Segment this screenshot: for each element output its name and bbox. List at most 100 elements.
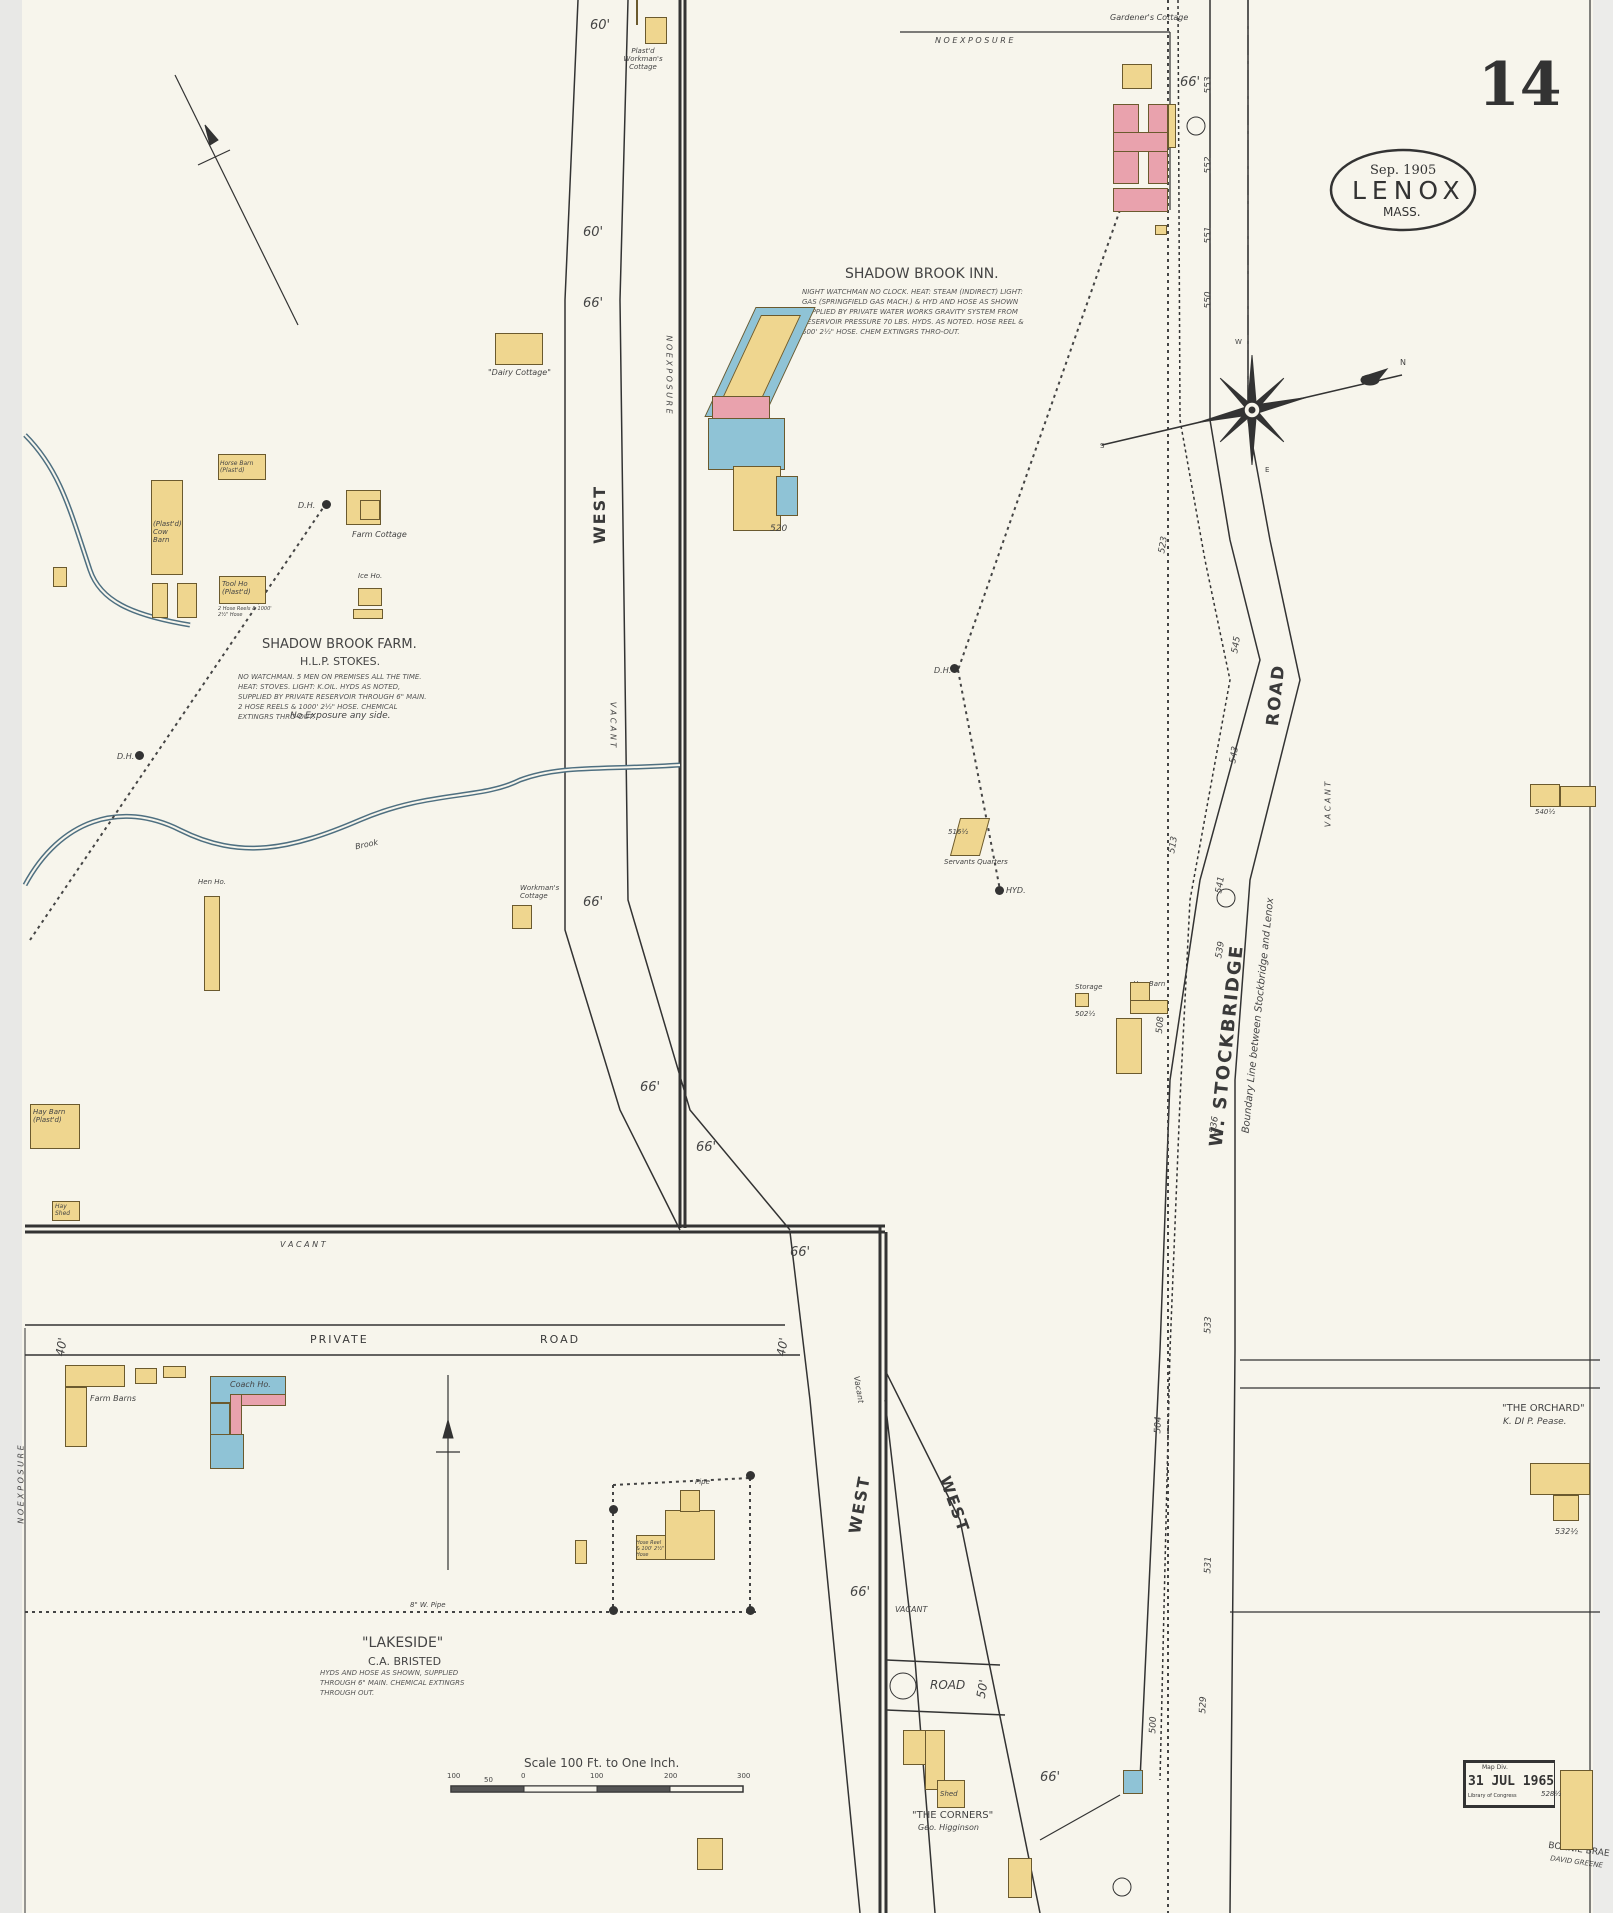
- horse-barn-label: Horse Barn (Plast'd): [220, 460, 254, 474]
- scale-label: Scale 100 Ft. to One Inch.: [524, 1756, 680, 1770]
- scale-tick: 300: [737, 1772, 751, 1780]
- coach-house-brick-ell: [230, 1394, 242, 1436]
- compass-e: E: [1265, 466, 1270, 474]
- no-exposure-lower-left: N O E X P O S U R E: [16, 1445, 26, 1524]
- hydrant-marker: [609, 1505, 618, 1514]
- water-pipe-label: 8" W. Pipe: [410, 1601, 446, 1609]
- stamp-top-text: Map Div.: [1482, 1764, 1508, 1771]
- vacant-lower: VACANT: [895, 1605, 928, 1614]
- house-number: 508: [1154, 1016, 1167, 1034]
- house-number: 550: [1203, 291, 1214, 309]
- width-label: 66': [1040, 1770, 1061, 1785]
- hay-shed-label: Hay Shed: [55, 1203, 71, 1217]
- hydrant-marker: [746, 1606, 755, 1615]
- town-name: LENOX: [1352, 176, 1466, 205]
- scan-edge-left: [0, 0, 22, 1913]
- brick-stable-south: [1113, 188, 1168, 212]
- lakeside-house: [665, 1510, 715, 1560]
- ice-house-annex: [353, 609, 383, 619]
- barn-right-lower: [1116, 1018, 1142, 1074]
- storage-label: Storage: [1075, 983, 1103, 991]
- sheet-date: Sep. 1905: [1370, 163, 1437, 178]
- state-name: MASS.: [1383, 205, 1421, 219]
- edge-building-wing: [1560, 786, 1596, 807]
- farm-cottage-wing: [360, 500, 380, 520]
- ice-house-label: Ice Ho.: [358, 572, 383, 580]
- lower-outbuilding: [697, 1838, 723, 1870]
- hay-shed: [52, 1201, 80, 1221]
- the-corners-shed: [937, 1780, 965, 1808]
- dh-label: D.H.: [117, 752, 135, 761]
- hose-reel-label: Hose Reel & 100' 2½" Hose: [636, 1540, 665, 1558]
- small-shed-top: [1155, 225, 1167, 235]
- the-orchard-south: [1553, 1495, 1579, 1521]
- hen-house: [204, 896, 220, 991]
- gardeners-cottage-label: Gardener's Cottage: [1110, 13, 1189, 22]
- scale-tick: 100: [590, 1772, 604, 1780]
- hen-ho-lakeside: [163, 1366, 186, 1378]
- coach-house-label: Coach Ho.: [230, 1380, 271, 1389]
- edge-building: [1530, 784, 1560, 807]
- width-label: 66': [1180, 75, 1201, 90]
- hay-barn-right-wing: [1130, 1000, 1168, 1014]
- width-label: 66': [696, 1140, 717, 1155]
- house-number: 533: [1203, 1316, 1214, 1334]
- shadow-brook-inn-south-tower: [776, 476, 798, 516]
- ice-house: [358, 588, 382, 606]
- shadow-brook-farm-note: No watchman. 5 men on premises all the t…: [238, 673, 427, 721]
- workmans-cottage-top: [645, 17, 667, 44]
- dh-marker: [135, 751, 144, 760]
- width-label: 66': [583, 296, 604, 311]
- the-orchard-owner: K. DI P. Pease.: [1503, 1417, 1567, 1427]
- scale-tick: 0: [521, 1772, 526, 1780]
- farm-barns: [65, 1365, 125, 1387]
- sheet-number: 14: [1478, 50, 1562, 120]
- edge-lot: 540½: [1535, 808, 1556, 816]
- shadow-brook-farm-owner: H.L.P. STOKES.: [300, 655, 381, 668]
- shadow-brook-farm-exposure: No Exposure any side.: [290, 711, 391, 721]
- dh-marker: [950, 664, 959, 673]
- outbuilding-f: [53, 567, 67, 587]
- farm-barns-label: Farm Barns: [90, 1394, 137, 1403]
- house-number: 551: [1203, 226, 1214, 244]
- lakeside-title: "LAKESIDE": [362, 1635, 444, 1651]
- street-o-road: ROAD: [930, 1678, 966, 1692]
- scale-tick: 50: [484, 1776, 493, 1784]
- orchard-lot: 532½: [1555, 1527, 1579, 1536]
- the-corners-owner: Geo. Higginson: [918, 1823, 979, 1832]
- width-label: 66': [790, 1245, 811, 1260]
- workmans-cottage-mid-label: Workman's Cottage: [520, 884, 560, 900]
- servants-quarters-label: Servants Quarters: [944, 858, 1008, 866]
- hydrant-marker: [995, 886, 1004, 895]
- farm-barns-ell: [65, 1387, 87, 1447]
- tool-hose-note: 2 Hose Reels & 1000' 2½" Hose: [218, 606, 272, 618]
- lakeside-note: Hyds and hose as shown, supplied through…: [320, 1669, 465, 1697]
- vacant-mid: V A C A N T: [280, 1240, 326, 1249]
- shadow-brook-inn-main: [708, 418, 785, 470]
- hydrant-marker: [609, 1606, 618, 1615]
- no-exposure-vertical: N O E X P O S U R E: [664, 335, 674, 414]
- storage-lot: 502½: [1075, 1010, 1096, 1018]
- shadow-brook-inn-south: [733, 466, 781, 531]
- hay-barn-left-label: Hay Barn (Plast'd): [33, 1108, 66, 1124]
- wagon-shed: [177, 583, 197, 618]
- street-west-upper: WEST: [590, 484, 610, 545]
- tool-house-label: Tool Ho (Plast'd): [222, 580, 251, 596]
- hay-barn-left: [30, 1104, 80, 1149]
- house-number: 552: [1203, 156, 1214, 174]
- shadow-brook-inn-title: SHADOW BROOK INN.: [845, 266, 999, 282]
- vacant-right: V A C A N T: [1323, 781, 1333, 828]
- lakeside-owner: C.A. BRISTED: [368, 1655, 442, 1668]
- dh-label: D.H.: [934, 666, 952, 675]
- farm-cottage-label: Farm Cottage: [352, 530, 407, 539]
- street-private-road: ROAD: [540, 1333, 581, 1346]
- compass-s: S: [1100, 442, 1105, 450]
- lakeside-house-west: [636, 1535, 666, 1560]
- width-label: 66': [640, 1080, 661, 1095]
- width-label: 66': [583, 895, 604, 910]
- no-exposure-top: N O E X P O S U R E: [935, 36, 1014, 45]
- lakeside-small-e: [575, 1540, 587, 1564]
- hydrant-marker: [746, 1471, 755, 1480]
- hen-house-small: [152, 583, 168, 618]
